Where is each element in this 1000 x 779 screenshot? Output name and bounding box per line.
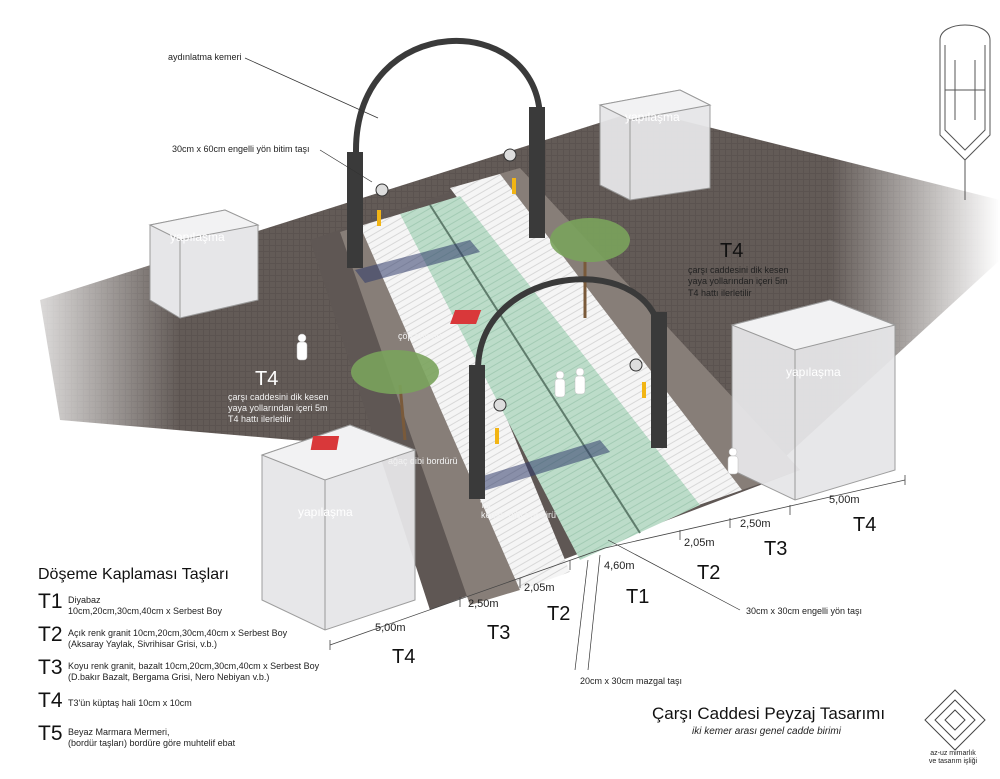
- legend-text: Koyu renk granit, bazalt 10cm,20cm,30cm,…: [68, 661, 320, 682]
- person-3: [727, 447, 739, 475]
- building-label-left: yapılaşma: [170, 230, 225, 244]
- building-left: [148, 209, 260, 319]
- t4-right-code: T4: [720, 240, 744, 262]
- bollard-3: [495, 428, 499, 444]
- page-subtitle: iki kemer arası genel cadde birimi: [692, 726, 841, 737]
- t4-left-code: T4: [255, 368, 279, 390]
- label-tactile-end: 30cm x 60cm engelli yön bitim taşı: [172, 144, 310, 154]
- legend-code: T3: [38, 656, 63, 679]
- label-arch-curb-code: T5: [480, 500, 491, 510]
- page-title: Çarşı Caddesi Peyzaj Tasarımı: [652, 704, 886, 723]
- legend-item-t4: T4 T3'ün küptaş hali 10cm x 10cm: [38, 689, 368, 722]
- label-tree-curb: ağaç dibi bordürü: [388, 456, 458, 466]
- label-arch-curb: kemer dibi bordürü: [481, 510, 557, 520]
- building-top-center: [598, 89, 712, 201]
- strip-t2-left: [360, 208, 570, 590]
- dim-front-3-value: 2,05m: [524, 582, 555, 594]
- lamp-2: [503, 148, 517, 162]
- legend-code: T4: [38, 689, 63, 712]
- dim-front-2-value: 2,50m: [468, 598, 499, 610]
- dim-front-4-value: 4,60m: [604, 560, 635, 572]
- legend-text: T3'ün küptaş hali 10cm x 10cm: [68, 698, 192, 708]
- label-tactile-dir: 30cm x 30cm engelli yön taşı: [746, 606, 863, 616]
- leader-lines: [244, 57, 741, 671]
- legend-item-t3: T3 Koyu renk granit, bazalt 10cm,20cm,30…: [38, 656, 368, 689]
- lamp-3: [493, 398, 507, 412]
- legend-code: T1: [38, 590, 63, 613]
- dim-back-2-code: T3: [764, 538, 788, 560]
- legend-text: Beyaz Marmara Mermeri,(bordür taşları) b…: [68, 727, 236, 748]
- legend-code: T5: [38, 722, 63, 745]
- tree-right: [450, 218, 630, 324]
- arch-back: [347, 37, 545, 268]
- label-tree-curb-code: T5: [387, 446, 398, 456]
- dimension-lines: [329, 475, 906, 650]
- building-front-left: [260, 424, 417, 631]
- label-drain: 20cm x 30cm mazgal taşı: [580, 676, 683, 686]
- dim-back-1-code: T2: [697, 562, 721, 584]
- strip-t2-right: [450, 174, 742, 508]
- lamp-4: [629, 358, 643, 372]
- arch-shadow-1: [355, 240, 480, 283]
- dim-front-2-code: T3: [487, 622, 511, 644]
- arch-shadow-2: [470, 440, 610, 492]
- lamp-1: [375, 183, 389, 197]
- label-arch: aydınlatma kemeri: [168, 52, 242, 62]
- t4-left-line3: T4 hattı ilerletilir: [228, 414, 292, 424]
- t4-right-line3: T4 hattı ilerletilir: [688, 288, 752, 298]
- person-1: [296, 333, 308, 361]
- emblem-logo: [939, 24, 991, 200]
- strip-t3-left: [340, 218, 520, 605]
- t4-left-line2: yaya yollarından içeri 5m: [228, 403, 328, 413]
- legend-item-t2: T2 Açık renk granit 10cm,20cm,30cm,40cm …: [38, 623, 368, 656]
- arch-front: [469, 276, 667, 499]
- bollard-1: [377, 210, 381, 226]
- person-2: [554, 367, 586, 398]
- bollard-4: [642, 382, 646, 398]
- building-label-front: yapılaşma: [298, 505, 353, 519]
- dim-back-2-value: 2,50m: [740, 518, 771, 530]
- dim-front-3-code: T2: [547, 603, 571, 625]
- tree-left: [310, 350, 439, 450]
- bollard-2: [512, 178, 516, 194]
- building-label-top: yapılaşma: [625, 110, 680, 124]
- dim-back-3-code: T4: [853, 514, 877, 536]
- t4-right-line1: çarşı caddesini dik kesen: [688, 265, 789, 275]
- legend-item-t5: T5 Beyaz Marmara Mermeri,(bordür taşları…: [38, 722, 368, 755]
- drain-line: [429, 204, 641, 534]
- building-label-right: yapılaşma: [786, 365, 841, 379]
- dim-front-1-value: 5,00m: [375, 622, 406, 634]
- dim-back-3-value: 5,00m: [829, 494, 860, 506]
- dim-front-1-code: T4: [392, 646, 416, 668]
- t4-left-line1: çarşı caddesini dik kesen: [228, 392, 329, 402]
- legend-code: T2: [38, 623, 63, 646]
- brand-logo: [924, 689, 986, 751]
- dim-back-1-value: 2,05m: [684, 537, 715, 549]
- building-right: [730, 299, 897, 501]
- label-bin: çöp kutusu: [398, 331, 442, 341]
- fade-left: [0, 160, 180, 460]
- t4-right-line2: yaya yollarından içeri 5m: [688, 276, 788, 286]
- dim-front-4-code: T1: [626, 586, 650, 608]
- legend-text: Açık renk granit 10cm,20cm,30cm,40cm x S…: [68, 628, 288, 649]
- strip-t1-center: [400, 196, 700, 560]
- legend-heading: Döşeme Kaplaması Taşları: [38, 566, 229, 583]
